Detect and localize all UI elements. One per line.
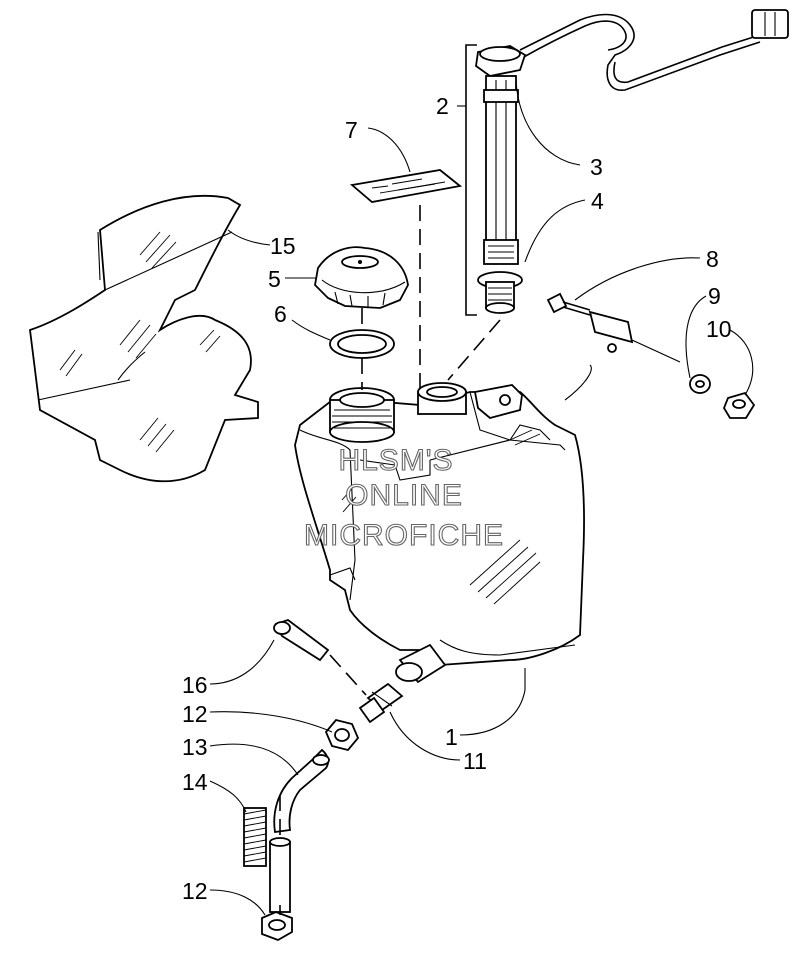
callout-9: 9 bbox=[708, 283, 721, 309]
callout-7: 7 bbox=[345, 117, 358, 143]
outlet-fitting bbox=[358, 682, 404, 724]
callout-5: 5 bbox=[268, 266, 281, 292]
callout-1: 1 bbox=[445, 724, 458, 750]
mounting-hardware bbox=[546, 292, 756, 419]
hose-clip-16 bbox=[273, 618, 330, 662]
leader-lines bbox=[209, 79, 754, 916]
warning-decal bbox=[349, 169, 463, 203]
callout-12-upper: 12 bbox=[182, 701, 208, 727]
watermark-line-3: MICROFICHE bbox=[304, 519, 504, 552]
watermark-line-1: HLSM'S bbox=[338, 444, 453, 477]
callout-8: 8 bbox=[706, 246, 719, 272]
hose-clamp-upper bbox=[324, 718, 360, 752]
watermark: HLSM'S ONLINE MICROFICHE bbox=[303, 443, 504, 552]
callout-11: 11 bbox=[463, 748, 487, 774]
callout-4: 4 bbox=[591, 188, 604, 214]
windshield-panel bbox=[29, 194, 259, 483]
callout-6: 6 bbox=[274, 301, 287, 327]
callout-2: 2 bbox=[436, 93, 449, 119]
filler-cap bbox=[314, 246, 409, 309]
level-sender-assembly bbox=[465, 9, 789, 316]
hose-clamp-lower bbox=[261, 911, 293, 941]
callout-3: 3 bbox=[590, 154, 603, 180]
gasket-ring bbox=[329, 329, 395, 359]
watermark-line-2: ONLINE bbox=[345, 479, 463, 512]
callout-16: 16 bbox=[182, 672, 208, 698]
callout-12-lower: 12 bbox=[182, 878, 208, 904]
callout-labels: 1 2 3 4 5 6 7 8 9 10 11 12 13 14 15 16 1… bbox=[182, 93, 732, 904]
callout-10: 10 bbox=[706, 316, 732, 342]
oil-tank bbox=[294, 382, 585, 684]
callout-13: 13 bbox=[182, 734, 208, 760]
hose-spring bbox=[243, 807, 267, 867]
callout-14: 14 bbox=[182, 769, 208, 795]
oil-hose bbox=[269, 748, 330, 913]
sender-grommet bbox=[477, 271, 523, 314]
assembly-lines bbox=[279, 205, 501, 915]
callout-15: 15 bbox=[270, 233, 296, 259]
